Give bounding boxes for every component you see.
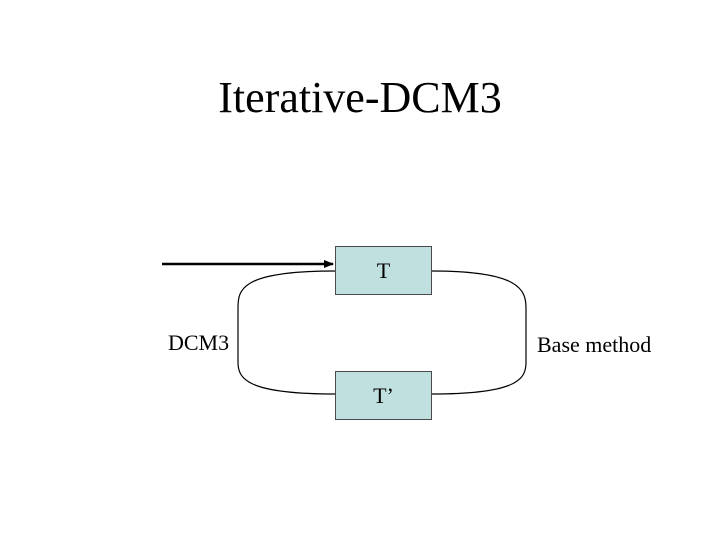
slide-title: Iterative-DCM3 [218,73,502,122]
right-loop-curve [431,270,527,395]
dcm3-label: DCM3 [168,330,230,355]
base-method-label: Base method [537,332,652,357]
left-loop-curve [237,270,336,395]
node-t-prime-label: T’ [373,382,394,408]
node-t-label: T [376,257,391,283]
node-t-box: T [335,246,432,295]
node-t-prime-box: T’ [335,371,432,420]
